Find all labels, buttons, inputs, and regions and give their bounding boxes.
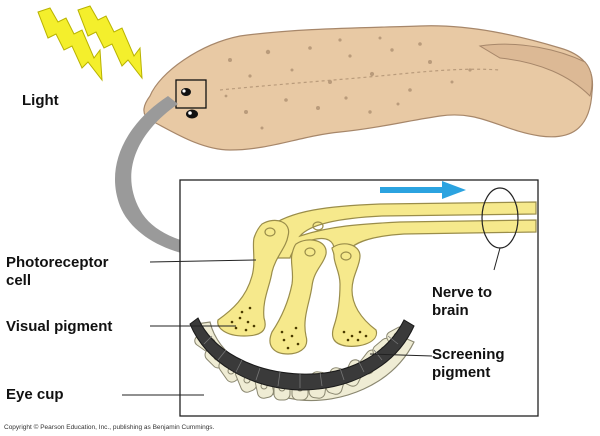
flatworm-tail-fold: [478, 43, 593, 97]
visual-pigment-dots: [230, 306, 368, 350]
screening-pigment-segments: [203, 335, 399, 388]
visual-pigment-label: Visual pigment: [6, 318, 113, 335]
light-bolt-right: [77, 5, 143, 80]
photoreceptor-cell-3: [331, 243, 378, 347]
right-eye-spot: [186, 109, 198, 119]
light-bolt-left: [37, 7, 103, 82]
flatworm: [143, 25, 594, 151]
flatworm-midline: [219, 68, 501, 91]
copyright-notice: Copyright © Pearson Education, Inc., pub…: [4, 424, 215, 431]
photoreceptor-cells: [217, 201, 537, 355]
light-bolts: [37, 5, 143, 82]
signal-direction-arrow: [380, 181, 466, 199]
photoreceptor-label-line1: Photoreceptor: [6, 254, 109, 271]
flatworm-body: [143, 25, 594, 151]
eye-highlight-box: [175, 79, 207, 109]
flatworm-spots: [224, 36, 472, 130]
fiber-nucleus: [312, 221, 324, 231]
left-eye-spot: [181, 88, 191, 96]
cell-2-nucleus: [304, 247, 316, 257]
cell-3-nucleus: [340, 251, 352, 261]
leader-lines: [122, 247, 501, 396]
light-label: Light: [22, 92, 59, 109]
nerve-label-line1: Nerve to: [432, 284, 493, 301]
nerve-label-line2: brain: [432, 302, 469, 319]
screening-pigment: [189, 317, 415, 391]
right-eye-shine: [188, 111, 192, 115]
photoreceptor-cell-2: [269, 239, 327, 355]
screening-label-line2: pigment: [432, 364, 491, 381]
cell-1-nucleus: [264, 227, 276, 237]
screening-label-line1: Screening: [432, 346, 505, 363]
zoom-arrow: [114, 96, 246, 272]
photoreceptor-cell-1: [217, 219, 290, 337]
left-eye-shine: [182, 89, 186, 93]
eye-cup-label: Eye cup: [6, 386, 64, 403]
photoreceptor-label-line2: cell: [6, 272, 32, 289]
